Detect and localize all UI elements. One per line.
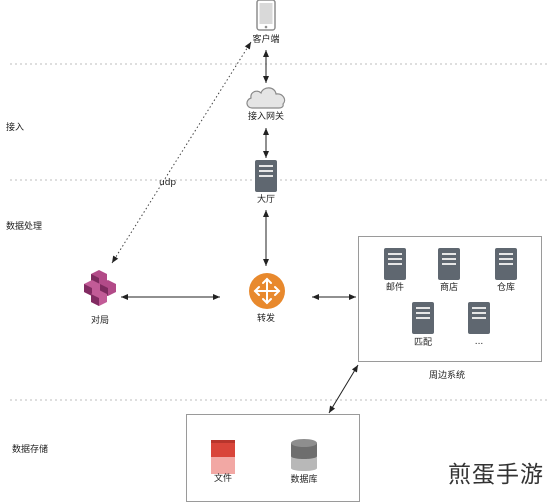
layer-label-access: 接入 <box>6 123 25 133</box>
file-storage-icon <box>211 440 235 474</box>
file-label: 文件 <box>213 474 233 484</box>
lobby-label: 大厅 <box>256 195 276 205</box>
shop-server-icon[interactable] <box>438 248 460 280</box>
warehouse-label: 仓库 <box>496 283 516 293</box>
forward-label: 转发 <box>256 314 276 324</box>
match-server-icon[interactable] <box>412 302 434 334</box>
file-node[interactable] <box>210 440 236 474</box>
database-label: 数据库 <box>290 475 318 485</box>
mail-label: 邮件 <box>385 283 405 293</box>
forward-node[interactable] <box>248 272 286 310</box>
peripheral-group-label: 周边系统 <box>428 371 466 381</box>
gateway-label: 接入网关 <box>247 112 285 122</box>
database-node[interactable] <box>290 438 318 474</box>
more-label: ... <box>474 337 484 347</box>
database-icon <box>291 439 317 471</box>
layer-label-processing: 数据处理 <box>6 222 43 232</box>
client-node[interactable] <box>252 0 280 32</box>
edge-udp <box>111 41 252 264</box>
lobby-server-icon[interactable] <box>255 160 277 192</box>
layer-label-storage: 数据存储 <box>12 445 49 455</box>
edge-peripheral-storage <box>328 364 359 414</box>
client-label: 客户端 <box>252 35 280 45</box>
more-server-icon[interactable] <box>468 302 490 334</box>
router-icon <box>249 273 285 309</box>
phone-icon <box>256 0 276 31</box>
match-label: 匹配 <box>413 338 433 348</box>
udp-label: udp <box>159 178 177 188</box>
battle-label: 对局 <box>90 316 110 326</box>
gateway-node[interactable] <box>243 83 289 111</box>
cloud-icon <box>246 87 286 109</box>
game-server-icon <box>84 270 116 306</box>
warehouse-server-icon[interactable] <box>495 248 517 280</box>
battle-node[interactable] <box>82 268 120 312</box>
watermark-text: 煎蛋手游 <box>448 462 544 488</box>
mail-server-icon[interactable] <box>384 248 406 280</box>
shop-label: 商店 <box>439 283 459 293</box>
